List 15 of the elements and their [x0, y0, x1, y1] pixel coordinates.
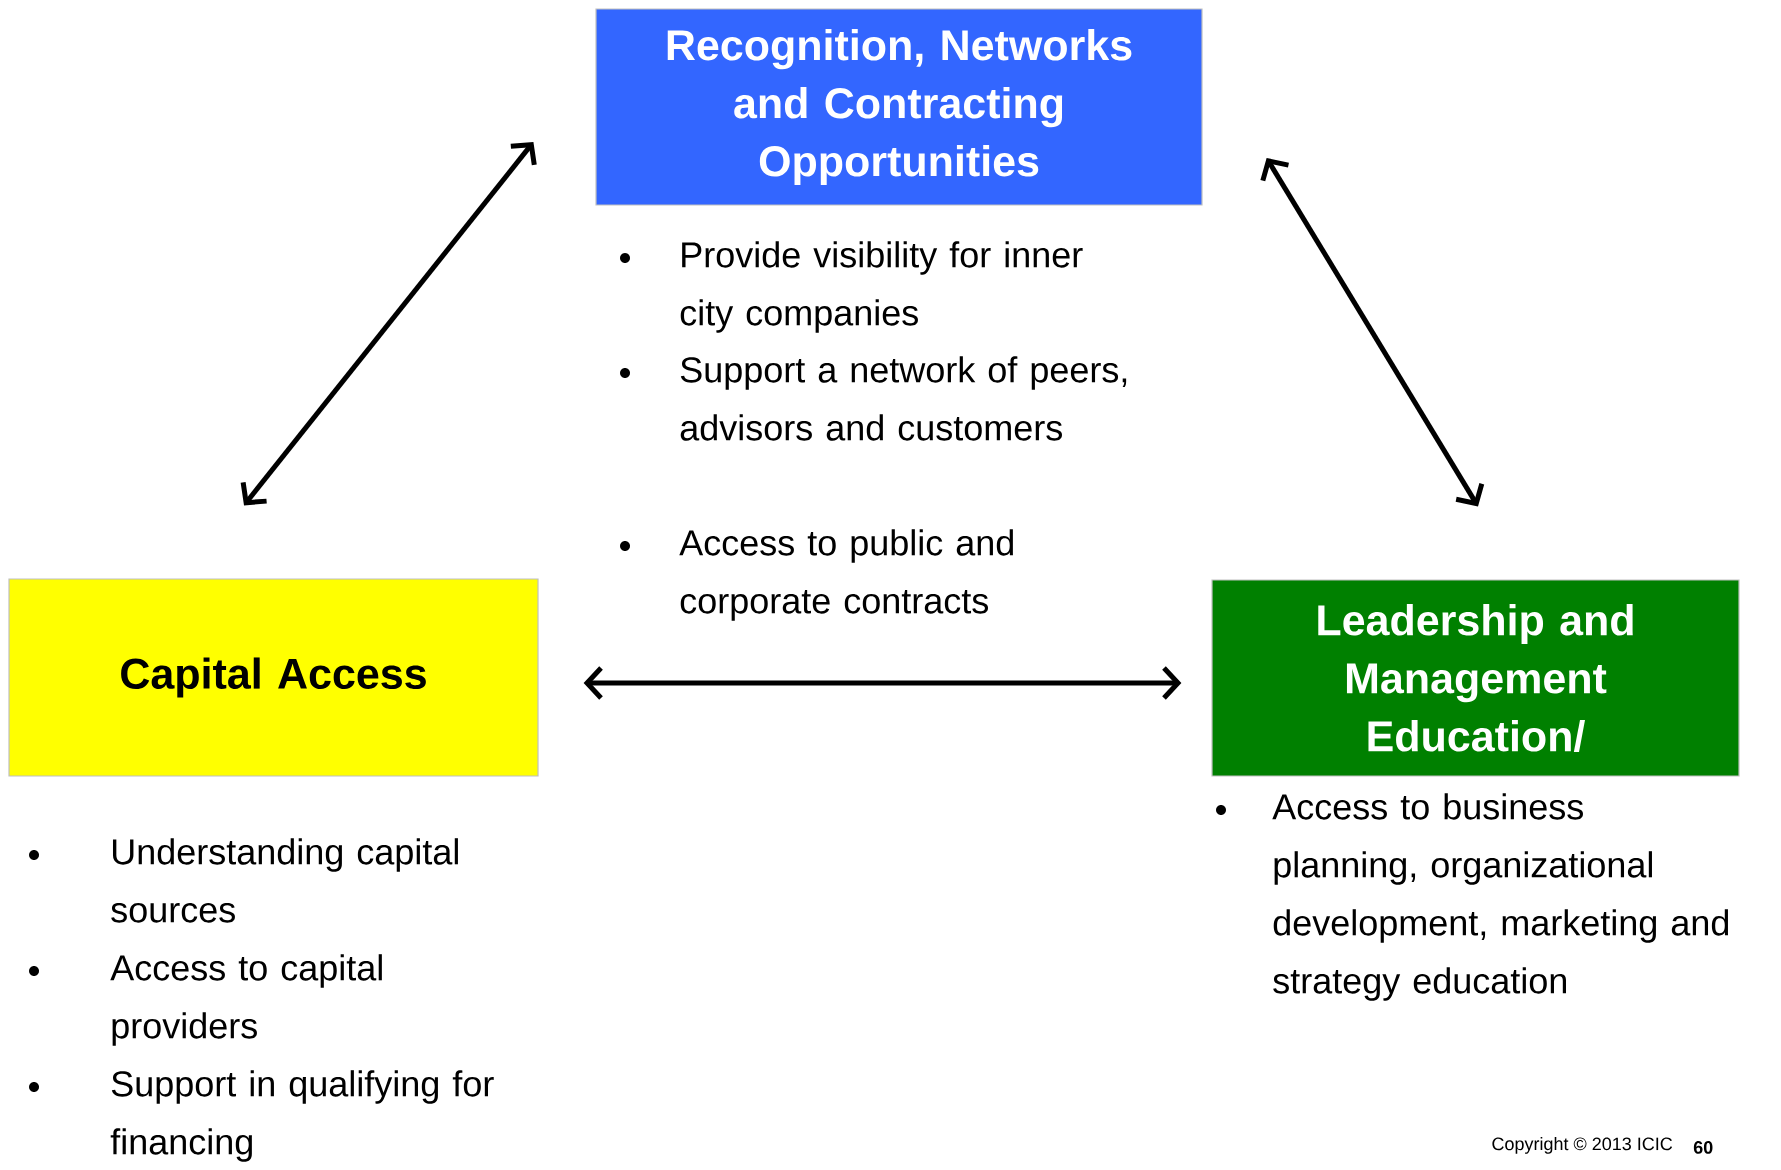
bullet-text: Access to capital providers: [110, 954, 382, 1046]
bullet-text: Support a network of peers, advisors and customers: [680, 356, 1127, 441]
double-arrow: [1260, 158, 1485, 507]
bullet-text: Access to business planning, organizational development, marketing and strategy education: [1272, 793, 1729, 1001]
bullet-text: Support in qualifying for financing: [110, 1070, 494, 1162]
bullet-text: Provide visibility for inner city companies: [680, 241, 1083, 333]
double-arrow: [583, 666, 1182, 700]
bullet-text: Understanding capital sources: [111, 838, 458, 923]
copyright-note: 60: [1693, 1141, 1713, 1154]
title-box: Capital Access: [8, 578, 539, 777]
bullet-text: Access to public and corporate contracts: [679, 529, 1013, 621]
title-box: Leadership and Management Education/: [1211, 579, 1740, 777]
title-box: Recognition, Networks and Contracting Opportunities: [595, 8, 1203, 206]
copyright-note: Copyright © 2013 ICIC: [1492, 1137, 1673, 1154]
double-arrow: [240, 142, 537, 506]
